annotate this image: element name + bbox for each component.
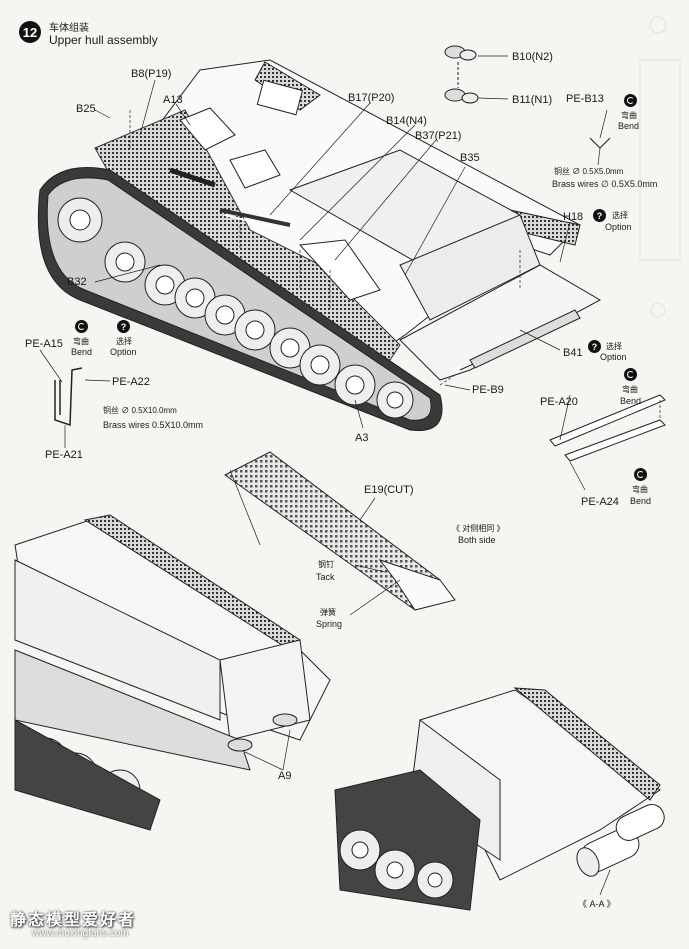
step-title-en: Upper hull assembly	[49, 33, 158, 47]
step-number-badge: 12	[19, 21, 41, 43]
label-pe-a24: PE-A24	[581, 496, 619, 508]
label-h18: H18	[563, 211, 584, 223]
section-label-a-a: 《 A-A 》	[578, 899, 616, 909]
label-b10: B10(N2)	[512, 51, 553, 63]
label-b17: B17(P20)	[348, 92, 395, 104]
option-cn-b41: 选择	[606, 342, 622, 351]
bend-en: Bend	[618, 121, 640, 131]
brass2-en: Brass wires 0.5X10.0mm	[103, 420, 204, 430]
both-side-en: Both side	[458, 535, 496, 545]
pe-strips	[549, 394, 666, 491]
option-symbol: ?	[593, 209, 606, 222]
pe-a15-bracket	[39, 349, 111, 448]
label-b32: B32	[67, 276, 87, 288]
label-pe-b13: PE-B13	[566, 93, 604, 105]
bleed-through-text	[639, 16, 681, 318]
bend-symbol-a20	[624, 368, 637, 381]
bend-symbol-a15	[75, 320, 88, 333]
leader-lines-top	[94, 79, 571, 429]
brass2-cn: 铜丝 ∅ 0.5X10.0mm	[103, 406, 177, 415]
label-b25: B25	[76, 103, 96, 115]
label-b37: B37(P21)	[415, 130, 462, 142]
label-a13: A13	[163, 94, 183, 106]
rear-view-right	[334, 687, 665, 911]
label-pe-a21: PE-A21	[45, 449, 83, 461]
watermark-brand: 静态模型爱好者	[10, 912, 137, 929]
e19-mesh-panel	[224, 451, 456, 616]
option-en-a15: Option	[110, 347, 137, 357]
tack-cn: 钢钉	[318, 560, 334, 569]
both-side-cn: 《 对侧相同 》	[452, 524, 505, 533]
option-en-b41: Option	[600, 352, 627, 362]
option-cn: 选择	[612, 211, 628, 220]
label-e19: E19(CUT)	[364, 484, 414, 496]
option-en: Option	[605, 222, 632, 232]
label-a3: A3	[355, 432, 369, 444]
option-cn-a15: 选择	[116, 337, 132, 346]
label-pe-a20: PE-A20	[540, 396, 578, 408]
label-b14: B14(N4)	[386, 115, 427, 127]
b10-b11-parts	[444, 45, 509, 104]
option-symbol-b41: ?	[588, 340, 601, 353]
bend-en-a15: Bend	[71, 347, 93, 357]
bend-cn: 弯曲	[621, 111, 637, 120]
mufflers	[576, 804, 665, 877]
pe-b13-part	[589, 109, 611, 166]
label-a9: A9	[278, 770, 292, 782]
label-b8: B8(P19)	[131, 68, 172, 80]
spring-cn: 弹簧	[320, 608, 336, 617]
upper-hull-main-view	[94, 59, 602, 381]
rear-view-left	[14, 469, 331, 831]
label-b41: B41	[563, 347, 583, 359]
top-road-wheels	[57, 197, 414, 419]
bend-cn-a24: 弯曲	[632, 485, 648, 494]
bend-cn-a15: 弯曲	[73, 337, 89, 346]
brass1-en: Brass wires ∅ 0.5X5.0mm	[552, 179, 658, 189]
step-title-cn: 车体组装	[49, 23, 89, 34]
spring-en: Spring	[316, 619, 343, 629]
bend-symbol	[624, 94, 637, 107]
bend-en-a24: Bend	[630, 496, 652, 506]
bend-cn-a20: 弯曲	[622, 385, 638, 394]
bend-en-a20: Bend	[620, 396, 642, 406]
running-gear-top	[37, 167, 443, 432]
tack-en: Tack	[316, 572, 335, 582]
label-pe-b9: PE-B9	[472, 384, 504, 396]
option-symbol-a15: ?	[117, 320, 130, 333]
label-pe-a22: PE-A22	[112, 376, 150, 388]
brass1-cn: 铜丝 ∅ 0.5X5.0mm	[554, 167, 624, 176]
watermark-url: www.moxingfans.com	[32, 928, 129, 939]
label-b11: B11(N1)	[512, 94, 553, 106]
label-b35: B35	[460, 152, 480, 164]
bend-symbol-a24	[634, 468, 647, 481]
label-pe-a15: PE-A15	[25, 338, 63, 350]
